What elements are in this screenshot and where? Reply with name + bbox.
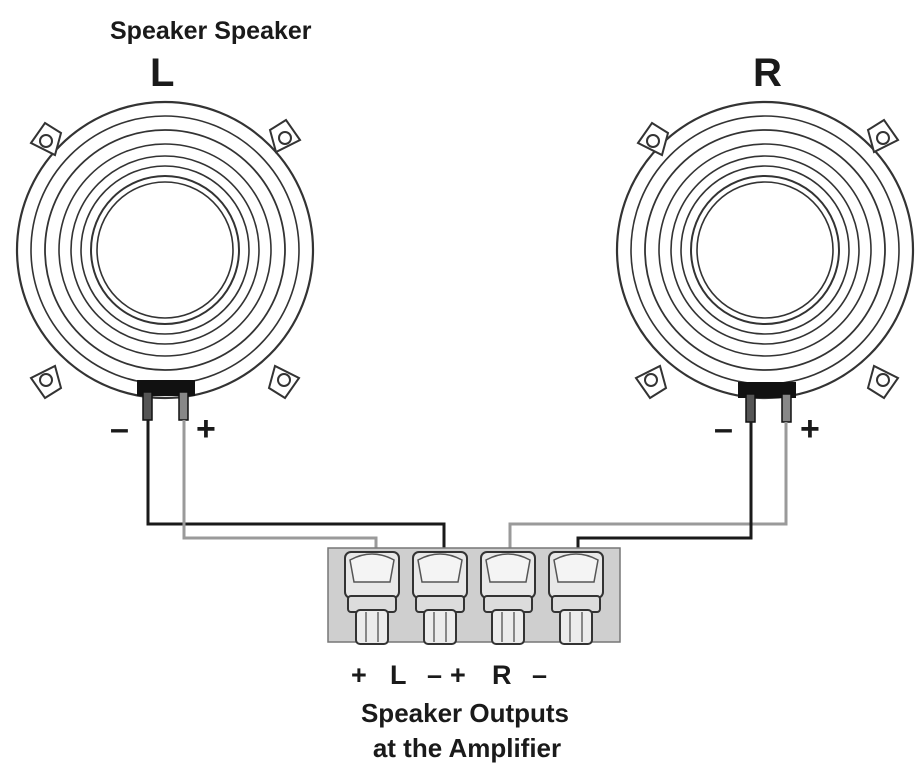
right-plus-sign: +	[800, 410, 820, 448]
left-speaker-ear-br	[268, 365, 300, 399]
terminal-label-left-plus: +	[351, 660, 367, 690]
right-positive-wire	[508, 422, 788, 552]
top-caption: Speaker Speaker	[110, 17, 312, 45]
left-speaker-minus-post	[142, 391, 153, 421]
right-negative-wire	[576, 422, 753, 552]
left-speaker-ear-tl	[30, 122, 62, 156]
right-speaker-minus-post	[745, 393, 756, 423]
left-speaker-cone	[15, 100, 315, 400]
terminal-label-left-minus: –	[427, 660, 442, 690]
right-speaker-label: R	[753, 51, 782, 95]
right-speaker-ear-br	[867, 365, 899, 399]
caption-line-1: Speaker Outputs	[361, 698, 569, 728]
right-speaker-ear-tr	[867, 119, 899, 153]
amplifier-terminal-block	[327, 547, 621, 645]
left-speaker-ear-tr	[269, 119, 301, 153]
left-speaker-ear-bl	[30, 365, 62, 399]
terminal-label-right-plus: +	[450, 660, 466, 690]
left-negative-wire	[146, 420, 446, 552]
left-speaker-plus-post	[178, 391, 189, 421]
right-speaker	[615, 95, 915, 423]
left-positive-wire	[182, 420, 378, 552]
left-plus-sign: +	[196, 410, 216, 448]
caption-line-2: at the Amplifier	[373, 733, 561, 763]
right-speaker-plus-post	[781, 393, 792, 423]
left-minus-sign: –	[110, 410, 129, 448]
terminal-label-left: L	[390, 660, 407, 690]
wires	[146, 420, 788, 552]
terminal-label-right: R	[492, 660, 512, 690]
terminal-label-right-minus: –	[532, 660, 547, 690]
right-minus-sign: –	[714, 410, 733, 448]
right-speaker-ear-bl	[635, 365, 667, 399]
left-speaker-label: L	[150, 51, 174, 95]
left-speaker	[15, 95, 315, 421]
